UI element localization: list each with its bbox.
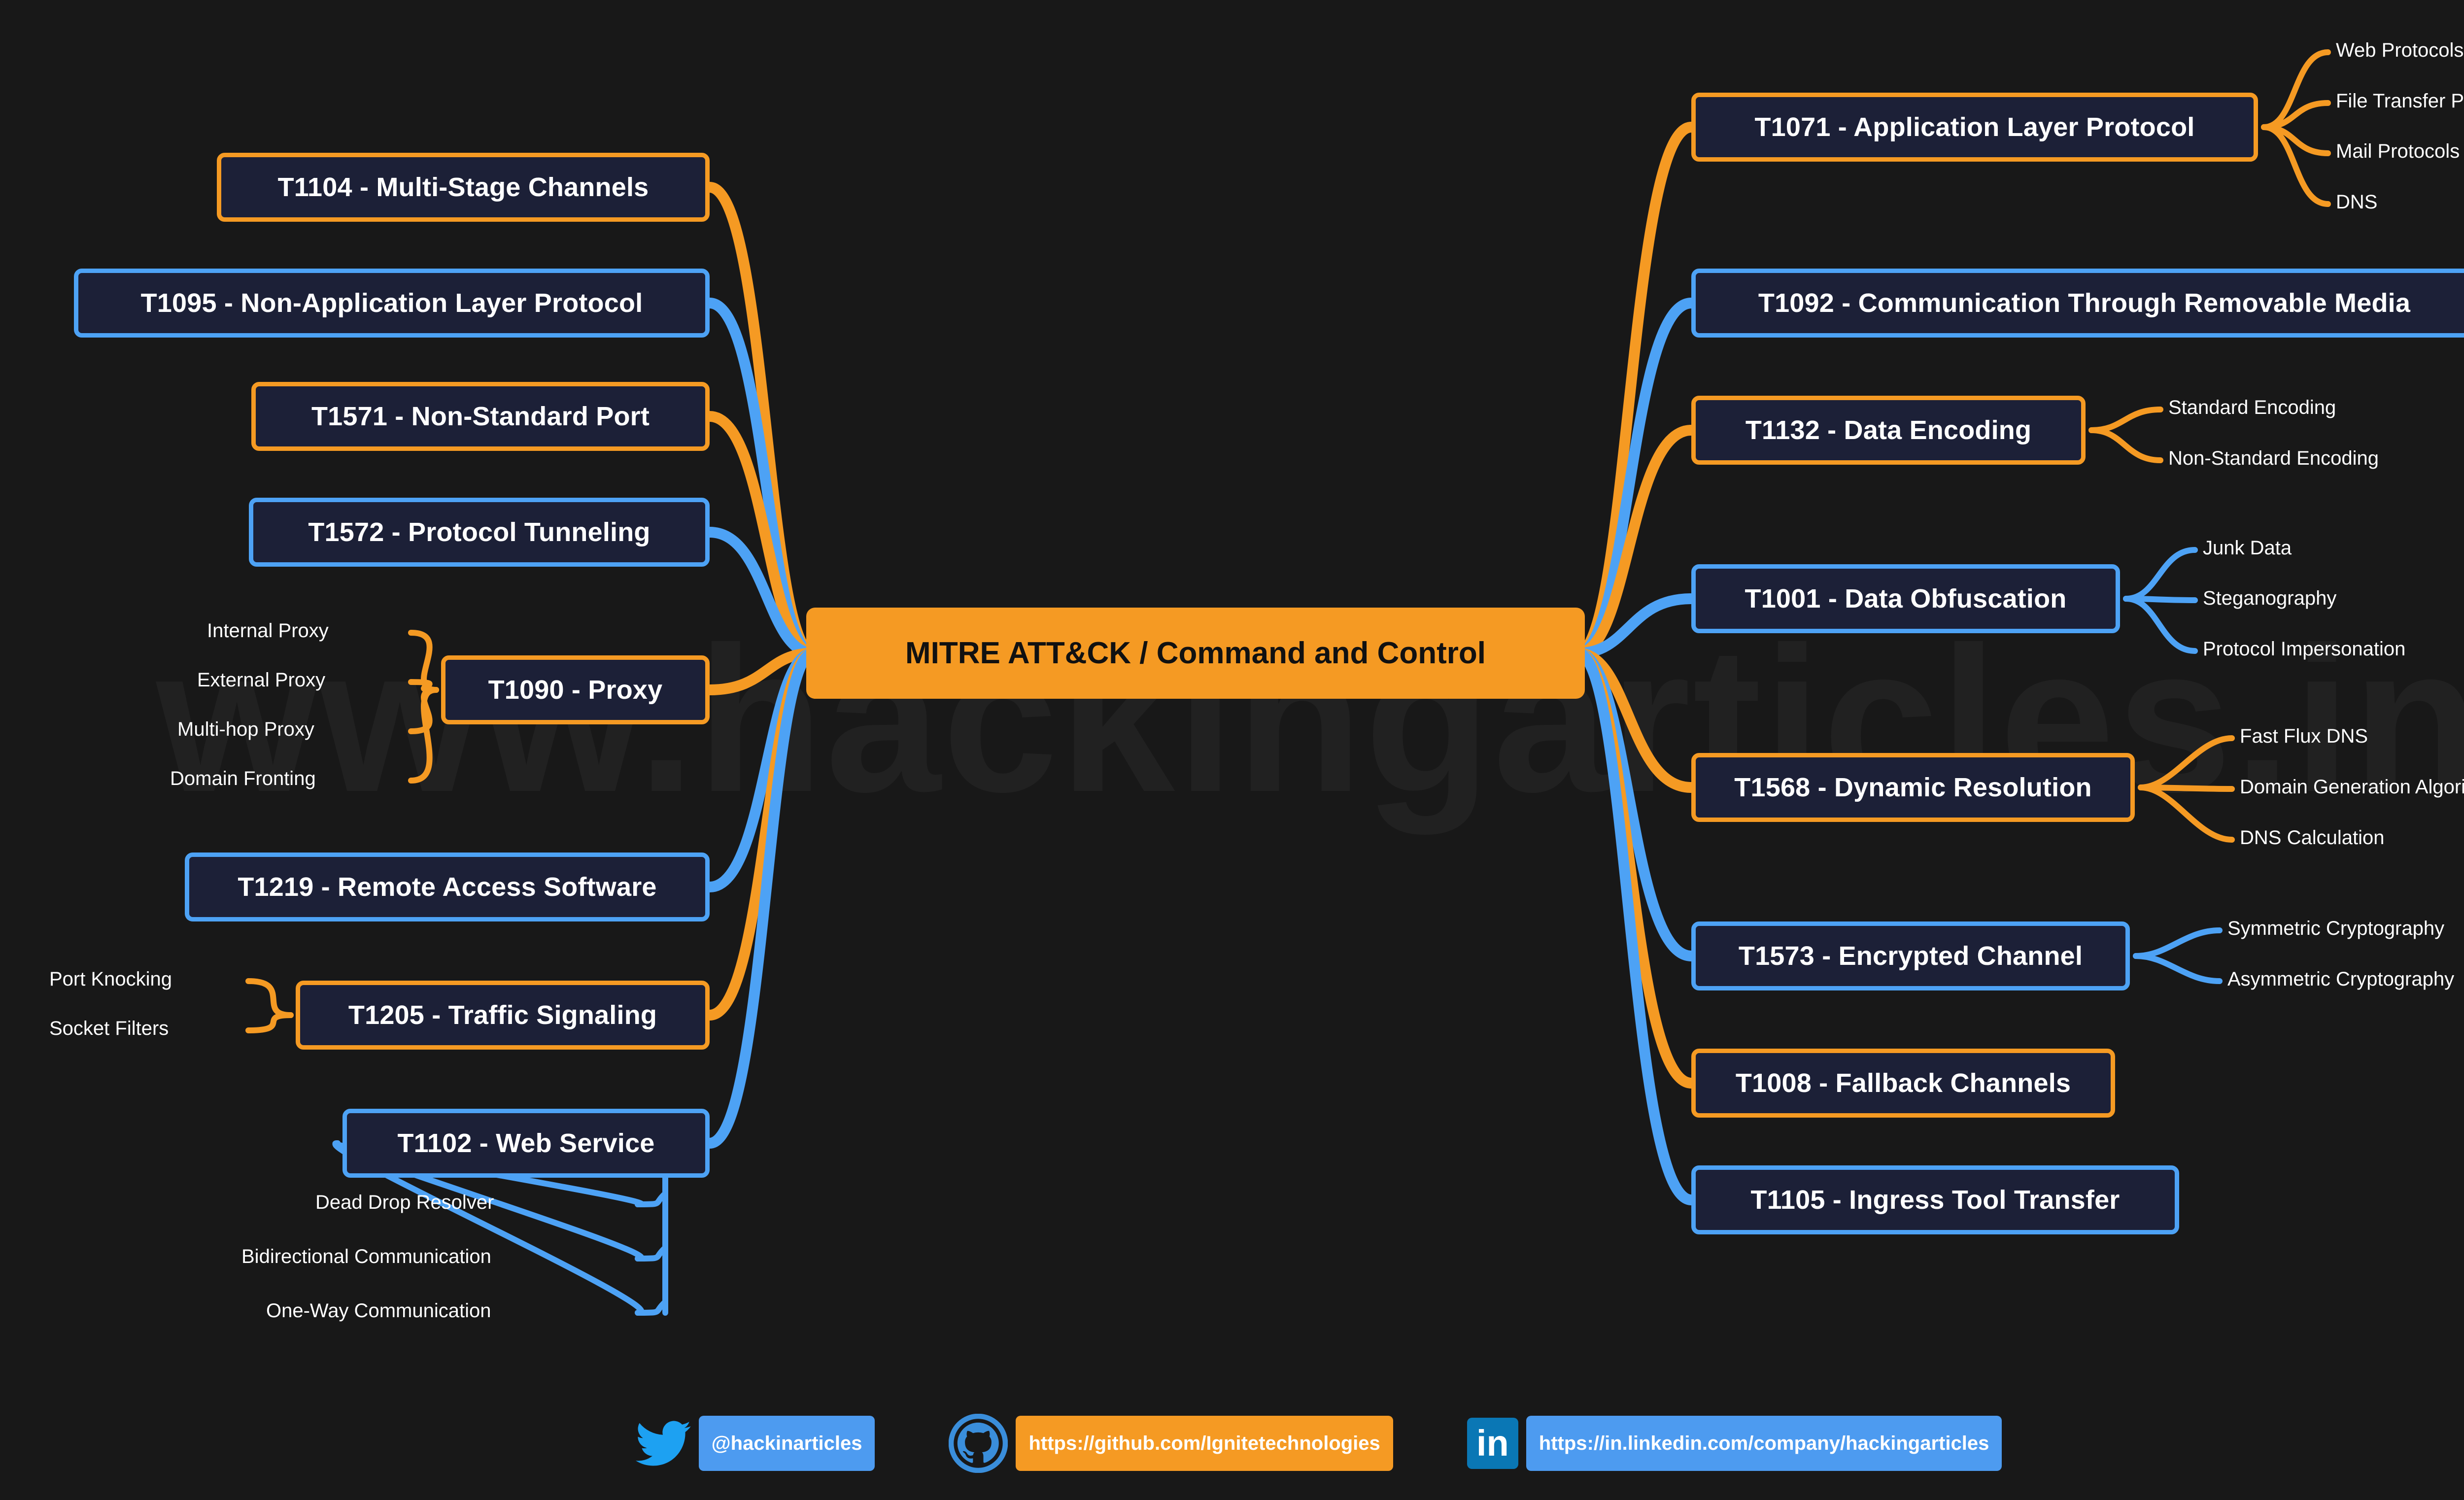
connector [2138,784,2235,843]
node-label: T1090 - Proxy [488,675,663,705]
linkedin-url-pill[interactable]: https://in.linkedin.com/company/hackinga… [1526,1416,2002,1471]
footer-bar: @hackinarticles https://github.com/Ignit… [0,1387,2464,1500]
leaf-label[interactable]: External Proxy [197,669,326,691]
leaf-label[interactable]: Mail Protocols [2336,140,2460,162]
leaf-label[interactable]: Web Protocols [2336,39,2464,61]
twitter-bird-icon [635,1416,691,1471]
linkedin-in-icon: in [1467,1418,1518,1469]
leaf-label[interactable]: Domain Fronting [170,768,316,789]
leaf-label[interactable]: Dead Drop Resolver [315,1192,494,1213]
node-t1092[interactable]: T1092 - Communication Through Removable … [1691,269,2464,338]
connector [1573,122,1697,659]
connector [635,1299,668,1316]
node-label: T1102 - Web Service [397,1128,655,1158]
leaf-label[interactable]: Steganography [2203,587,2337,609]
node-t1573[interactable]: T1573 - Encrypted Channel [1691,921,2130,990]
node-label: T1132 - Data Encoding [1745,415,2032,445]
twitter-handle-pill[interactable]: @hackinarticles [698,1416,875,1471]
node-label: T1568 - Dynamic Resolution [1734,772,2092,802]
leaf-label[interactable]: Port Knocking [49,968,172,990]
leaf-label[interactable]: Protocol Impersonation [2203,638,2406,660]
node-t1205[interactable]: T1205 - Traffic Signaling [296,981,710,1050]
node-t1571[interactable]: T1571 - Non-Standard Port [251,382,710,451]
node-t1008[interactable]: T1008 - Fallback Channels [1691,1049,2115,1118]
twitter-link[interactable]: @hackinarticles [635,1416,875,1471]
connector [1573,425,1697,659]
leaf-label[interactable]: Asymmetric Cryptography [2227,968,2455,990]
connector [2088,407,2163,433]
node-t1095[interactable]: T1095 - Non-Application Layer Protocol [74,269,710,338]
node-t1102[interactable]: T1102 - Web Service [342,1109,710,1178]
node-label: T1571 - Non-Standard Port [311,401,650,431]
leaf-label[interactable]: Socket Filters [49,1018,169,1039]
leaf-label[interactable]: One-Way Communication [266,1300,491,1322]
leaf-label[interactable]: Non-Standard Encoding [2168,447,2379,469]
node-t1572[interactable]: T1572 - Protocol Tunneling [249,498,710,567]
leaf-label[interactable]: DNS [2336,191,2378,213]
connector [2123,547,2198,602]
connector [2123,596,2198,654]
leaf-label[interactable]: Domain Generation Algorithms [2240,776,2464,798]
node-t1568[interactable]: T1568 - Dynamic Resolution [1691,753,2135,822]
node-t1104[interactable]: T1104 - Multi-Stage Channels [217,153,710,222]
connector [704,527,819,659]
github-cat-icon [949,1414,1008,1473]
node-label: T1572 - Protocol Tunneling [308,517,650,547]
center-node[interactable]: MITRE ATT&CK / Command and Control [806,608,1585,699]
github-url-pill[interactable]: https://github.com/Ignitetechnologies [1016,1416,1393,1471]
github-link[interactable]: https://github.com/Ignitetechnologies [949,1414,1393,1473]
leaf-label[interactable]: Junk Data [2203,537,2292,559]
node-label: T1105 - Ingress Tool Transfer [1750,1185,2120,1215]
leaf-label[interactable]: Fast Flux DNS [2240,725,2368,747]
connector [245,978,294,1018]
node-label: T1104 - Multi-Stage Channels [277,172,649,202]
leaf-label[interactable]: DNS Calculation [2240,827,2385,849]
center-node-label: MITRE ATT&CK / Command and Control [905,636,1486,670]
leaf-label[interactable]: File Transfer Protocols [2336,90,2464,112]
connector [245,1012,294,1033]
node-label: T1095 - Non-Application Layer Protocol [140,288,643,318]
connector [2261,124,2331,207]
node-t1105[interactable]: T1105 - Ingress Tool Transfer [1691,1165,2179,1234]
node-label: T1001 - Data Obfuscation [1745,583,2067,614]
connector [1573,593,1697,659]
connector [2133,953,2223,984]
node-t1001[interactable]: T1001 - Data Obfuscation [1691,564,2120,633]
connector [1573,648,1697,1205]
node-label: T1008 - Fallback Channels [1735,1068,2071,1098]
node-t1071[interactable]: T1071 - Application Layer Protocol [1691,93,2258,162]
connector [635,1245,668,1261]
node-t1132[interactable]: T1132 - Data Encoding [1691,396,2086,465]
connector [2133,927,2223,959]
connector [704,648,819,1149]
node-t1090[interactable]: T1090 - Proxy [441,655,710,724]
connector [2138,735,2235,790]
leaf-label[interactable]: Multi-hop Proxy [177,718,314,740]
node-label: T1092 - Communication Through Removable … [1758,288,2411,318]
node-label: T1219 - Remote Access Software [238,872,657,902]
connector [2088,427,2163,463]
leaf-label[interactable]: Standard Encoding [2168,397,2336,418]
leaf-label[interactable]: Symmetric Cryptography [2227,918,2445,939]
connector [408,687,439,784]
node-label: T1205 - Traffic Signaling [348,1000,657,1030]
node-label: T1573 - Encrypted Channel [1738,941,2083,971]
leaf-label[interactable]: Internal Proxy [207,620,329,642]
node-label: T1071 - Application Layer Protocol [1754,112,2195,142]
connector [2261,100,2331,130]
connector [635,1191,668,1207]
connector [704,648,819,695]
linkedin-link[interactable]: in https://in.linkedin.com/company/hacki… [1467,1416,2002,1471]
node-t1219[interactable]: T1219 - Remote Access Software [185,852,710,921]
leaf-label[interactable]: Bidirectional Communication [241,1246,491,1267]
